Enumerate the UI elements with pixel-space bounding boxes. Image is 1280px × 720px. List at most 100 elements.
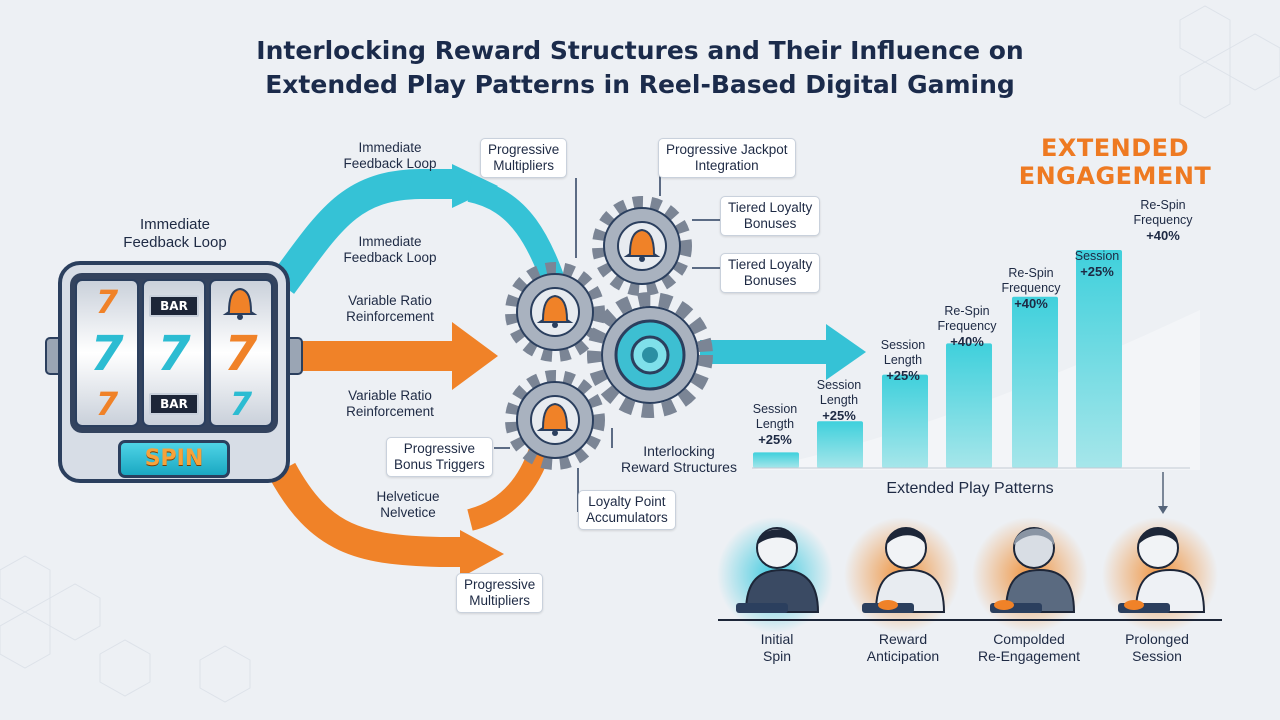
label-line: Feedback Loop <box>343 250 437 265</box>
bell-icon <box>222 287 258 320</box>
label-immediate-feedback-bottom: Immediate Feedback Loop <box>330 234 450 266</box>
label-line: Reinforcement <box>346 404 434 419</box>
bar-label-value: +40% <box>1146 228 1180 243</box>
callout-progressive-jackpot: Progressive Jackpot Integration <box>658 138 796 178</box>
label-line: Variable Ratio <box>348 293 432 308</box>
stage-label-line: Prolonged <box>1125 631 1189 647</box>
bar-label-line: Re-Spin <box>944 304 990 318</box>
stage-label-line: Reward <box>878 631 928 647</box>
slot-caption-line-2: Feedback Loop <box>123 234 227 251</box>
bar-label: Session +25% <box>1052 249 1142 279</box>
callout-line: Loyalty Point <box>588 494 666 509</box>
seven-symbol: 7 <box>90 326 124 382</box>
chart-bar <box>882 374 928 468</box>
stage-label-reward-anticipation: Reward Anticipation <box>833 631 973 665</box>
bar-label: Re-Spin Frequency +40% <box>922 304 1012 349</box>
bar-label-line: Re-Spin <box>1008 266 1054 280</box>
background-hex-pattern <box>0 5 1280 703</box>
label-line: Feedback Loop <box>343 156 437 171</box>
slot-caption-line-1: Immediate <box>139 216 211 233</box>
gear-center-large <box>587 292 713 418</box>
chart-x-axis-label: Extended Play Patterns <box>886 480 1054 497</box>
slot-machine-caption: Immediate Feedback Loop <box>100 216 250 252</box>
callout-line: Multipliers <box>493 158 555 173</box>
bar-label-line: Session <box>880 338 926 352</box>
bar-label-line: Frequency <box>1133 213 1193 227</box>
chart-bar <box>1012 296 1058 468</box>
callout-tiered-loyalty-1: Tiered Loyalty Bonuses <box>720 196 821 236</box>
bar-label-line: Frequency <box>937 319 997 333</box>
label-helveticue: Helveticue Nelvetice <box>348 489 468 521</box>
page-title: Interlocking Reward Structures and Their… <box>140 34 1140 102</box>
bar-label-value: +40% <box>1014 296 1048 311</box>
callout-line: Tiered Loyalty <box>728 200 813 215</box>
bar-label: Session Length +25% <box>858 338 948 383</box>
bell-icon <box>536 402 574 436</box>
player-prolonged-session <box>1118 527 1206 613</box>
stage-label-line: Re-Engagement <box>978 648 1080 664</box>
label-line: Reward Structures <box>621 459 737 475</box>
callout-line: Accumulators <box>586 510 668 525</box>
seven-symbol: 7 <box>229 385 253 423</box>
bar-label-value: +25% <box>758 432 792 447</box>
bar-label: Session Length +25% <box>794 378 884 423</box>
player-compounded-reengagement <box>990 527 1076 613</box>
callout-line: Progressive Jackpot <box>666 142 788 157</box>
bar-label-line: Session <box>816 378 862 392</box>
chart-bar <box>817 421 863 468</box>
bar-label-line: Frequency <box>1001 281 1061 295</box>
arrow-teal-output <box>700 324 866 380</box>
player-initial-spin <box>736 527 820 613</box>
seven-symbol: 7 <box>95 385 119 423</box>
engagement-bar-chart <box>753 250 1122 468</box>
stage-label-line: Anticipation <box>866 648 940 664</box>
callout-leaders <box>494 152 720 512</box>
bell-icon <box>623 228 661 262</box>
callout-tiered-loyalty-2: Tiered Loyalty Bonuses <box>720 253 821 293</box>
callout-line: Progressive <box>464 577 536 592</box>
callout-line: Integration <box>694 158 759 173</box>
bar-label-value: +25% <box>886 368 920 383</box>
spin-button[interactable]: SPIN <box>118 440 230 478</box>
seven-symbol: 7 <box>157 326 191 382</box>
callout-progressive-multipliers-lower: Progressive Multipliers <box>456 573 544 613</box>
slot-machine <box>45 261 303 483</box>
bar-label-value: +40% <box>950 334 984 349</box>
bar-label-line: Session <box>1074 249 1120 263</box>
bar-label-line: Re-Spin <box>1140 198 1186 212</box>
stage-label-line: Initial <box>760 631 794 647</box>
bar-label-value: +25% <box>822 408 856 423</box>
player-reward-anticipation <box>862 527 946 613</box>
stage-label-line: Spin <box>762 648 792 664</box>
callout-progressive-multipliers: Progressive Multipliers <box>480 138 568 178</box>
bar-label-line: Length <box>819 393 859 407</box>
label-line: Reinforcement <box>346 309 434 324</box>
bar-symbol: BAR <box>149 393 199 415</box>
bell-icon <box>536 294 574 328</box>
callout-line: Bonuses <box>743 273 797 288</box>
label-line: Interlocking <box>643 443 715 459</box>
title-line-2: Extended Play Patterns in Reel-Based Dig… <box>265 70 1015 99</box>
label-immediate-feedback-top: Immediate Feedback Loop <box>330 140 450 172</box>
chart-bar <box>753 452 799 468</box>
label-interlocking-reward-structures: Interlocking Reward Structures <box>604 443 754 475</box>
bar-label: Re-Spin Frequency +40% <box>1118 198 1208 243</box>
label-variable-ratio-bottom: Variable Ratio Reinforcement <box>330 388 450 420</box>
bar-label-line: Length <box>883 353 923 367</box>
stage-label-line: Compolded <box>993 631 1065 647</box>
bar-label-value: +25% <box>1080 264 1114 279</box>
label-line: Immediate <box>358 140 422 155</box>
callout-line: Bonus Triggers <box>394 457 485 472</box>
arrow-orange-middle <box>290 322 498 390</box>
label-line: Immediate <box>358 234 422 249</box>
callout-line: Multipliers <box>469 593 531 608</box>
callout-loyalty-point-accumulators: Loyalty Point Accumulators <box>578 490 676 530</box>
callout-line: Progressive <box>488 142 560 157</box>
bar-label-line: Length <box>755 417 795 431</box>
bar-label-line: Session <box>752 402 798 416</box>
heading-line: ENGAGEMENT <box>1018 162 1212 190</box>
bar-label: Session Length +25% <box>730 402 820 447</box>
stage-label-initial-spin: Initial Spin <box>707 631 847 665</box>
label-line: Helveticue <box>376 489 440 504</box>
